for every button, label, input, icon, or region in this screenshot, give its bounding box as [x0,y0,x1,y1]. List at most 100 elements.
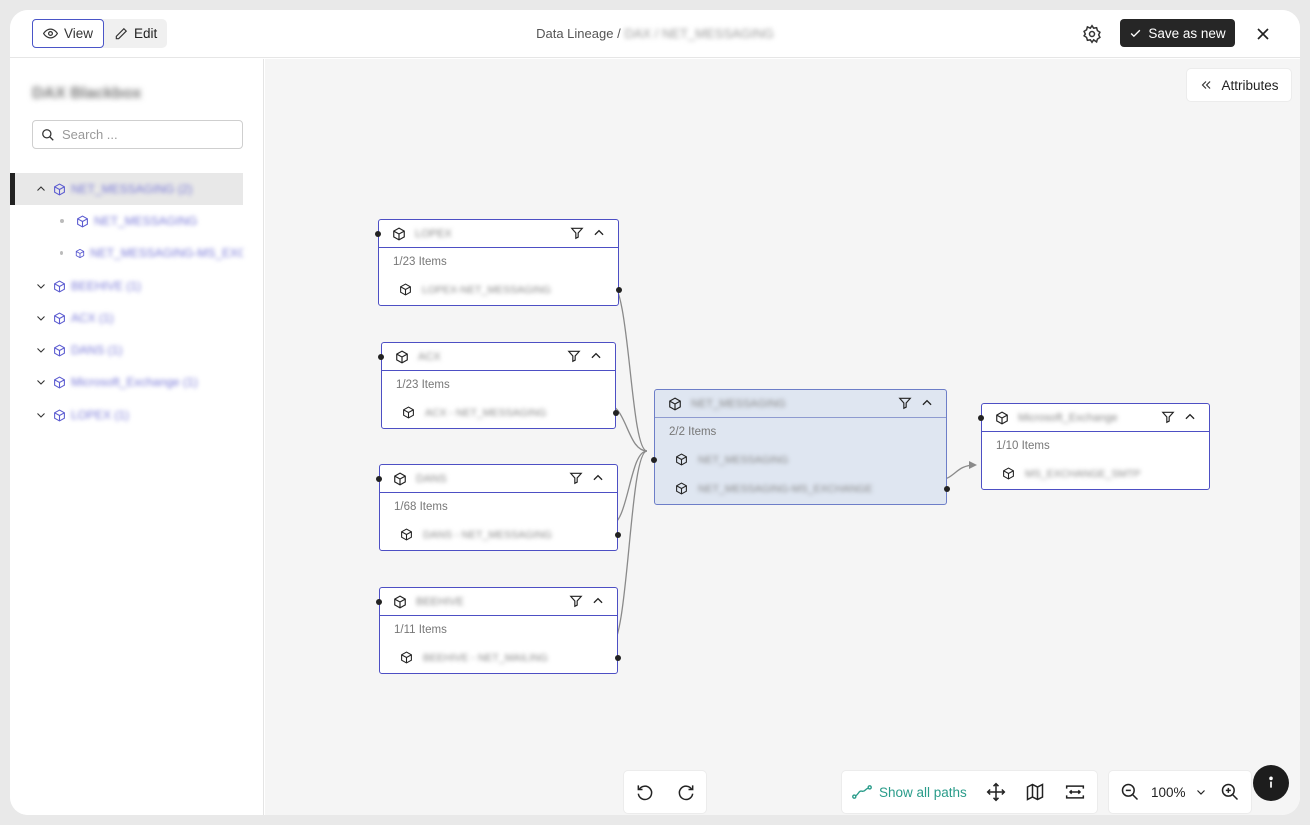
gear-icon[interactable] [1082,24,1102,44]
node-item[interactable]: BEEHIVE - NET_MAILING [380,643,617,672]
filter-icon[interactable] [567,349,581,363]
breadcrumb-mid[interactable]: DAX [624,26,652,41]
chevron-down-icon[interactable] [35,376,47,388]
output-port[interactable] [615,532,621,538]
input-port[interactable] [651,457,657,463]
chevron-up-icon[interactable] [591,594,605,608]
lineage-node-acx[interactable]: ACX 1/23 Items ACX - NET_MESSAGING [378,342,619,429]
node-item[interactable]: MS_EXCHANGE_SMTP [982,459,1209,488]
cube-icon [77,214,88,228]
tree-item-beehive[interactable]: BEEHIVE (1) [10,270,243,302]
chevron-down-icon[interactable] [35,409,47,421]
cube-icon [401,651,412,664]
input-port[interactable] [376,476,382,482]
lineage-node-beehive[interactable]: BEEHIVE 1/11 Items BEEHIVE - NET_MAILING [376,587,621,674]
zoom-in-button[interactable] [1216,771,1244,813]
node-count: 1/23 Items [396,379,450,391]
chevron-down-icon[interactable] [35,344,47,356]
node-item[interactable]: ACX - NET_MESSAGING [382,398,615,427]
output-port[interactable] [616,287,622,293]
output-port[interactable] [613,410,619,416]
filter-icon[interactable] [569,471,583,485]
tree-item-microsoft-exchange[interactable]: Microsoft_Exchange (1) [10,366,243,398]
node-count: 1/10 Items [996,440,1050,452]
lineage-node-lopex[interactable]: LOPEX 1/23 Items LOPEX-NET_MESSAGING [375,219,622,306]
node-header: ACX [382,343,615,371]
node-item-name: ACX - NET_MESSAGING [425,406,547,419]
output-port[interactable] [615,655,621,661]
show-all-paths-label: Show all paths [879,784,967,800]
input-port[interactable] [375,231,381,237]
chevron-up-icon[interactable] [1183,410,1197,424]
chevron-up-icon[interactable] [35,183,47,195]
attributes-button[interactable]: Attributes [1187,69,1291,101]
undo-button[interactable] [624,771,665,813]
chevron-up-icon[interactable] [591,471,605,485]
save-as-new-button[interactable]: Save as new [1120,19,1235,47]
move-button[interactable] [977,771,1015,813]
node-item[interactable]: NET_MESSAGING [655,445,946,474]
node-header: LOPEX [379,220,618,248]
lineage-node-dans[interactable]: DANS 1/68 Items DANS - NET_MESSAGING [376,464,621,551]
zoom-out-button[interactable] [1109,771,1151,813]
double-chevron-left-icon [1202,81,1211,89]
tree-item-dans[interactable]: DANS (1) [10,334,243,366]
breadcrumb: Data Lineage / DAX / NET_MESSAGING [10,26,1300,41]
node-item[interactable]: LOPEX-NET_MESSAGING [379,275,618,304]
lineage-canvas[interactable]: Attributes LOPEX 1/23 Items [265,59,1300,815]
node-title: BEEHIVE [416,595,464,608]
lineage-node-net-messaging[interactable]: NET_MESSAGING 2/2 Items NET_MESSAGING NE… [651,389,950,505]
move-icon [986,782,1006,802]
node-title: LOPEX [415,227,452,240]
filter-icon[interactable] [570,226,584,240]
bullet-icon [60,219,64,223]
tree-item-acx[interactable]: ACX (1) [10,302,243,334]
node-item[interactable]: DANS - NET_MESSAGING [380,520,617,549]
show-all-paths-button[interactable]: Show all paths [842,771,977,813]
cube-icon [1003,467,1014,480]
route-icon [852,785,872,799]
node-item-name: NET_MESSAGING [698,453,789,466]
fit-view-button[interactable] [1055,771,1095,813]
breadcrumb-current: NET_MESSAGING [661,26,774,41]
edit-button[interactable]: Edit [104,19,167,48]
view-toolbar: Show all paths [842,771,1097,813]
lineage-node-microsoft-exchange[interactable]: Microsoft_Exchange 1/10 Items MS_EXCHANG… [978,403,1210,490]
close-icon[interactable] [1253,24,1273,44]
chevron-down-icon[interactable] [35,280,47,292]
node-header: NET_MESSAGING [655,390,946,418]
zoom-out-icon [1121,783,1139,801]
node-item-name: LOPEX-NET_MESSAGING [422,283,551,296]
zoom-dropdown[interactable] [1186,771,1216,813]
tree-child-net-messaging[interactable]: NET_MESSAGING [10,205,243,237]
info-button[interactable] [1253,765,1289,801]
tree-item-label: NET_MESSAGING [94,214,198,228]
input-port[interactable] [378,354,384,360]
input-port[interactable] [376,599,382,605]
tree-child-net-messaging-ms[interactable]: NET_MESSAGING-MS_EXCHANGE [10,237,243,269]
node-item-name: NET_MESSAGING-MS_EXCHANGE [698,482,873,495]
output-port[interactable] [944,486,950,492]
cube-icon [54,408,65,422]
chevron-down-icon[interactable] [35,312,47,324]
minimap-button[interactable] [1015,771,1055,813]
view-button[interactable]: View [32,19,105,48]
edit-label: Edit [134,26,158,41]
redo-button[interactable] [665,771,706,813]
breadcrumb-root[interactable]: Data Lineage [536,26,614,41]
chevron-up-icon[interactable] [589,349,603,363]
cube-icon [54,343,65,357]
input-port[interactable] [978,415,984,421]
filter-icon[interactable] [1161,410,1175,424]
node-item[interactable]: NET_MESSAGING-MS_EXCHANGE [655,474,946,503]
cube-icon [54,279,65,293]
filter-icon[interactable] [898,396,912,410]
node-title: Microsoft_Exchange [1018,411,1118,424]
chevron-up-icon[interactable] [592,226,606,240]
tree-item-net-messaging[interactable]: NET_MESSAGING (2) [10,173,243,205]
search-input[interactable] [62,127,232,142]
tree-item-lopex[interactable]: LOPEX (1) [10,399,243,431]
filter-icon[interactable] [569,594,583,608]
chevron-up-icon[interactable] [920,396,934,410]
chevron-down-icon [1196,790,1205,795]
